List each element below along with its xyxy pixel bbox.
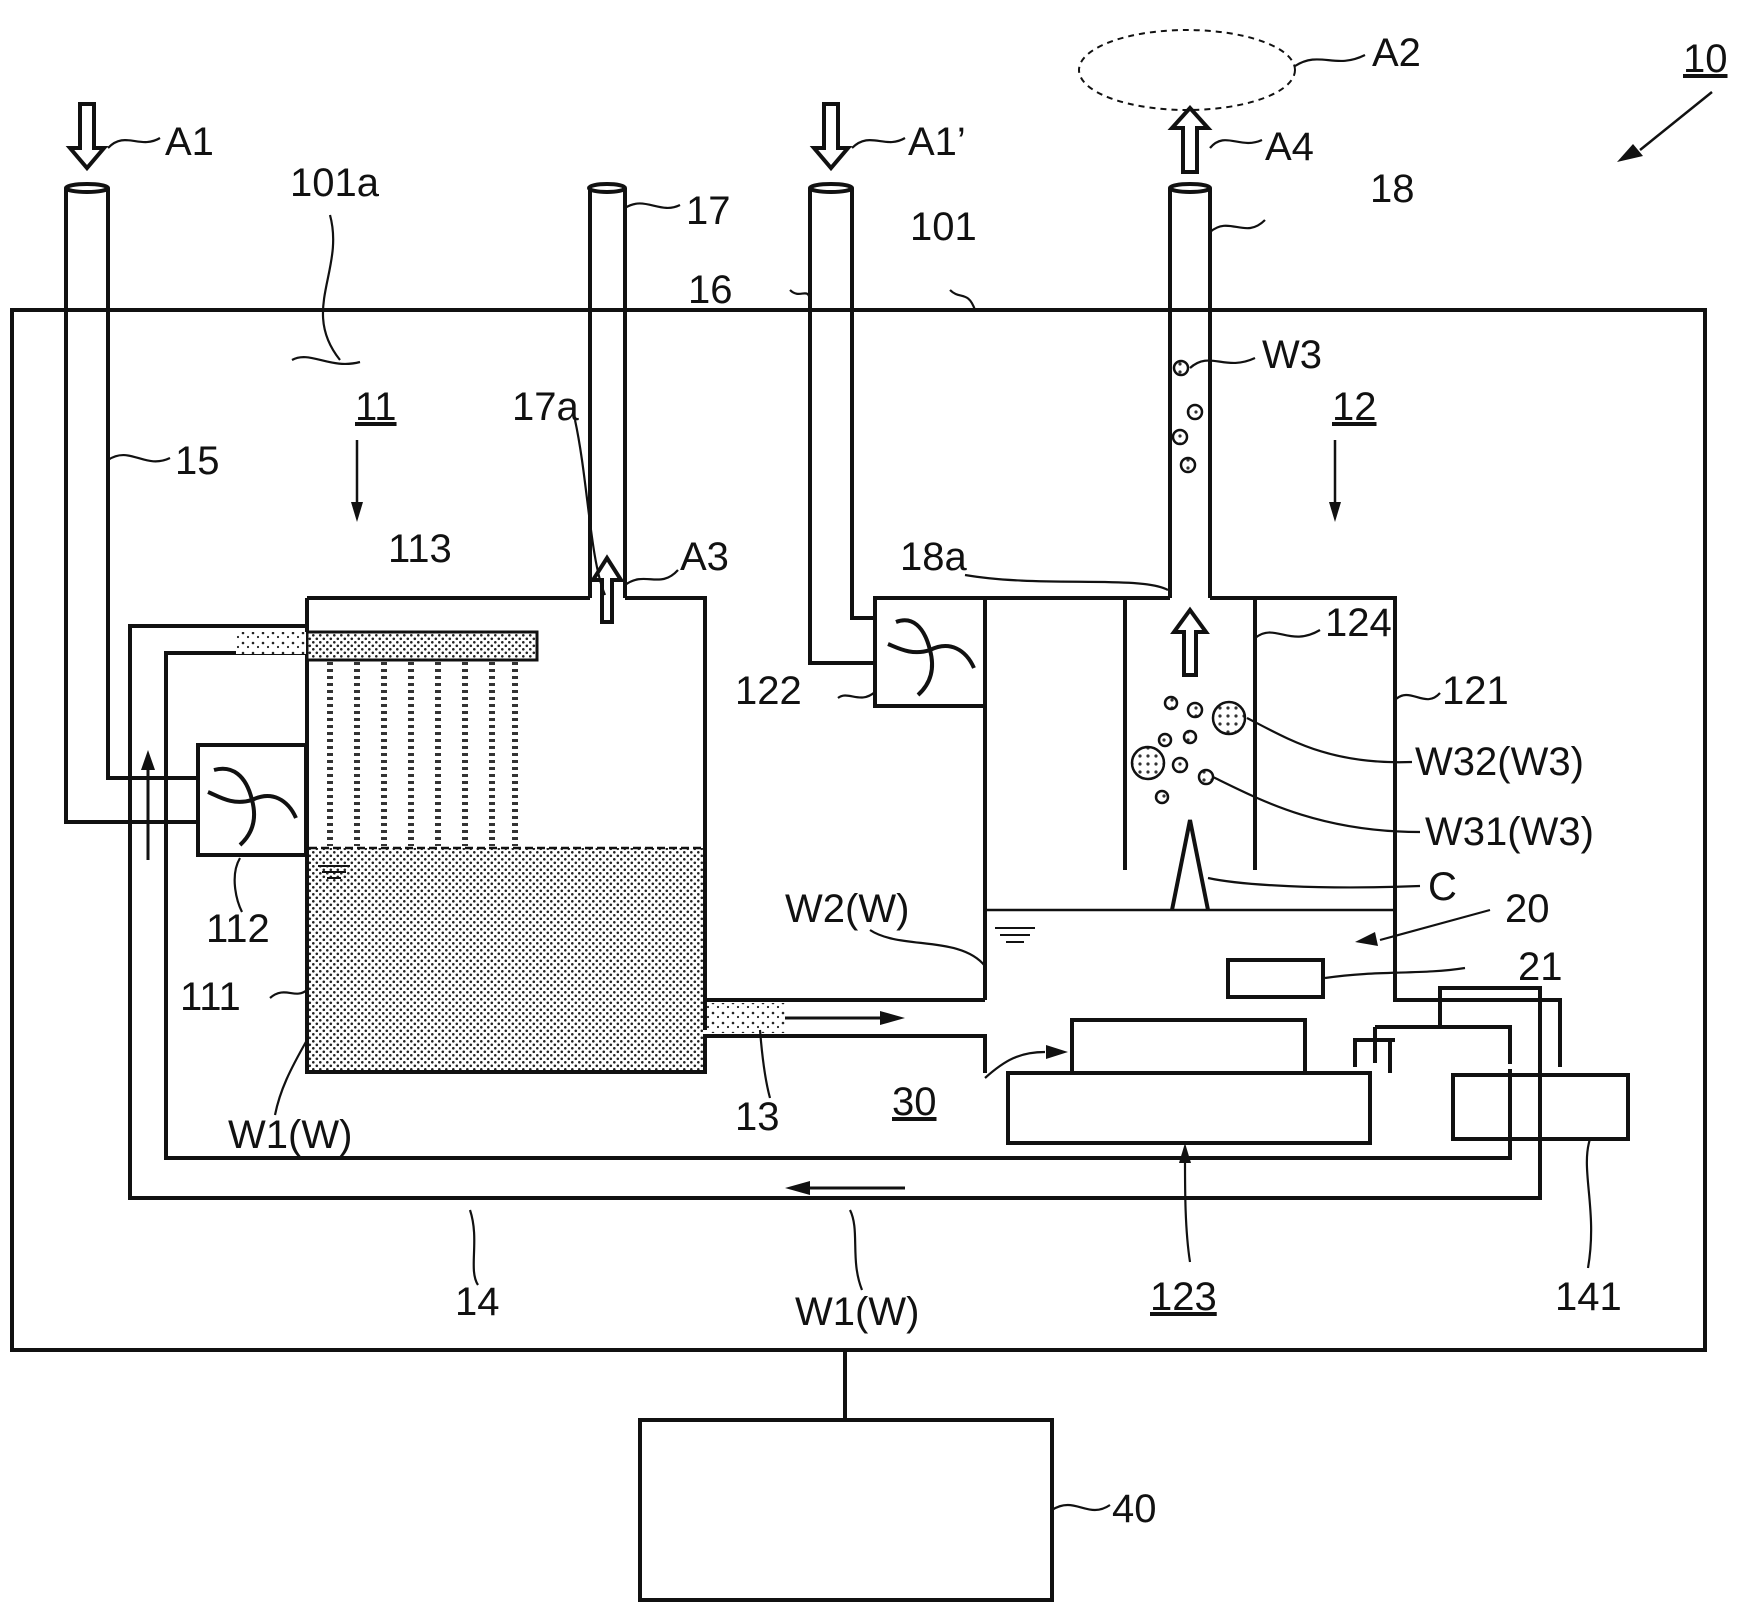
mist-chamber xyxy=(983,596,1562,1067)
exhaust-pipe-b-label: 18 xyxy=(1370,167,1415,211)
mist-chamber-label: 121 xyxy=(1442,669,1509,713)
intake-pipe-left-top xyxy=(64,182,110,194)
air-in-center-label: A1’ xyxy=(908,120,966,164)
exhaust-pipe-b-inlet-label: 18a xyxy=(900,535,967,579)
passage-label: 13 xyxy=(735,1095,780,1139)
housing-outline xyxy=(10,308,1707,1352)
unit-11-arrow xyxy=(351,440,363,522)
ultrasonic-unit xyxy=(1006,1071,1372,1145)
mist-label-top: W3 xyxy=(1262,333,1322,377)
intake-pipe-left xyxy=(64,188,198,824)
air-out-a-label: A3 xyxy=(680,535,729,579)
tank-water-level-mark xyxy=(318,865,350,879)
sensor-unit-label: 20 xyxy=(1505,887,1550,931)
air-in-left-label: A1 xyxy=(165,120,214,164)
mist-duct xyxy=(1123,598,1257,870)
mist-particles xyxy=(1130,359,1247,805)
transducer-label: 30 xyxy=(892,1080,937,1124)
passage-water xyxy=(707,1003,785,1033)
tank-water xyxy=(309,848,703,1070)
sensor xyxy=(1226,958,1325,999)
device-label: 10 xyxy=(1683,37,1728,81)
exhaust-pipe-a-top xyxy=(587,182,627,194)
passage-flow-arrow xyxy=(785,1011,905,1025)
filter-top-left xyxy=(236,632,306,654)
pump-label: 141 xyxy=(1555,1275,1622,1319)
exhaust-pipe-a-label: 17 xyxy=(686,189,731,233)
sensor-unit-arrow xyxy=(1355,908,1491,946)
unit-12-label: 12 xyxy=(1332,385,1377,429)
pump xyxy=(1451,1073,1630,1141)
exhaust-pipe-b-top xyxy=(1168,182,1212,194)
mist-small-label: W31(W3) xyxy=(1425,810,1594,854)
tank-walls xyxy=(305,596,987,1074)
unit-11-label: 11 xyxy=(355,385,397,429)
chamber-water-level-mark xyxy=(995,927,1035,943)
water-passage-label: W2(W) xyxy=(785,887,909,931)
filter-label: 113 xyxy=(388,527,452,571)
leader-lines xyxy=(107,54,1593,1511)
circulation-path-outer xyxy=(128,624,1542,1200)
controller-label: 40 xyxy=(1112,1487,1157,1531)
fan-left-label: 112 xyxy=(206,907,270,951)
exhaust-pipe-b xyxy=(1168,188,1212,598)
tank-label: 111 xyxy=(180,975,241,1019)
return-flow-arrow xyxy=(785,1181,905,1195)
target-space xyxy=(1078,29,1296,111)
pump-connector xyxy=(1373,1025,1512,1064)
air-out-b-label: A4 xyxy=(1265,125,1314,169)
exhaust-pipe-a xyxy=(588,188,627,598)
air-in-left-arrow xyxy=(65,102,109,172)
circulation-path-inner xyxy=(164,651,1512,1160)
air-in-center-arrow xyxy=(809,102,853,172)
unit-12-arrow xyxy=(1329,440,1341,522)
air-out-b-arrow xyxy=(1167,105,1213,174)
housing-label: 101 xyxy=(910,205,977,249)
fan-left-box xyxy=(196,743,308,857)
exhaust-pipe-a-inlet-label: 17a xyxy=(512,385,579,429)
circulation-up-arrow xyxy=(141,750,155,860)
water-column-label: C xyxy=(1428,865,1457,909)
mist-large-label: W32(W3) xyxy=(1415,740,1584,784)
ultrasonic-unit-label: 123 xyxy=(1150,1275,1217,1319)
water-tank-label: W1(W) xyxy=(228,1113,352,1157)
fan-left-icon xyxy=(207,766,298,847)
target-space-label: A2 xyxy=(1372,31,1421,75)
sensor-label: 21 xyxy=(1518,945,1563,989)
circulation-path-label: 14 xyxy=(455,1280,500,1324)
filter-strands xyxy=(327,662,518,846)
fan-right-label: 122 xyxy=(735,669,802,713)
intake-pipe-left-label: 15 xyxy=(175,439,220,483)
intake-pipe-center-top xyxy=(808,182,854,194)
controller-box xyxy=(638,1418,1054,1602)
water-column xyxy=(1170,819,1210,911)
housing-interior-label: 101a xyxy=(290,161,380,205)
mist-up-arrow xyxy=(1170,606,1210,677)
mist-duct-label: 124 xyxy=(1325,601,1392,645)
intake-pipe-center-label: 16 xyxy=(688,268,733,312)
chamber-bottom xyxy=(983,1018,1392,1073)
ultrasonic-unit-arrow xyxy=(1179,1143,1192,1263)
device-10-arrow xyxy=(1617,91,1713,162)
intake-pipe-center xyxy=(808,188,875,665)
filter-top xyxy=(305,630,539,662)
fan-right-icon xyxy=(887,618,976,697)
water-return-label: W1(W) xyxy=(795,1290,919,1334)
transducer-arrow xyxy=(984,1045,1068,1079)
